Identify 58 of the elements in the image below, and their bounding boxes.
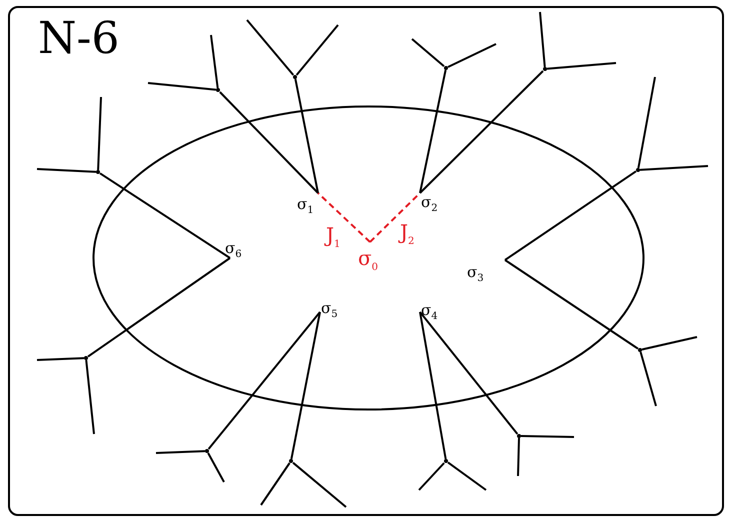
sigma-label: σ$_{2}$ [420,190,454,212]
sigma-label: σ$_{3}$ [466,260,505,282]
branch-line [411,38,445,68]
branch-point [638,348,642,352]
branch-point [517,434,521,438]
branch-line [520,435,574,438]
branch-line [504,259,639,350]
branch-point [636,168,640,172]
sigma-label: σ$_{0}$ [356,242,386,274]
branch-line [539,12,546,68]
branch-line [36,168,96,173]
branch-line [640,352,657,406]
branch-line [156,450,206,454]
branch-line [207,452,225,482]
branch-line [447,462,487,491]
branch-line [546,62,616,70]
branch-line [448,43,496,68]
branch-line [36,357,84,361]
branch-line [246,19,294,76]
branch-line [642,336,698,350]
branch-line [419,70,544,194]
ellipse-outline [92,105,645,411]
dashed-coupling-line [317,192,371,243]
sigma-label: σ$_{6}$ [224,230,250,258]
branch-line [97,96,102,170]
branch-line [219,91,319,194]
branch-point [205,449,209,453]
branch-line [292,462,347,508]
title: N-6 [38,14,120,64]
branch-line [517,438,520,476]
branch-line [418,462,445,491]
branch-point [444,66,448,70]
branch-point [543,67,547,71]
branch-line [296,24,339,76]
branch-point [444,459,448,463]
branch-line [99,172,231,259]
branch-point [96,170,100,174]
branch-line [148,82,216,91]
sigma-label: σ$_{1}$ [296,193,318,214]
branch-line [419,70,447,194]
sigma-label: σ$_{4}$ [420,296,456,320]
branch-line [294,78,319,194]
branch-line [210,34,219,88]
sigma-label: σ$_{5}$ [320,294,354,318]
branch-point [84,356,88,360]
branch-line [290,312,321,460]
branch-point [293,75,297,79]
branch-line [504,170,637,261]
branch-point [289,459,293,463]
branch-line [85,360,95,434]
branch-line [87,257,231,358]
branch-line [419,312,447,460]
branch-line [637,76,656,168]
branch-line [260,462,290,506]
branch-line [419,311,518,435]
branch-line [640,165,708,171]
branch-line [208,311,321,450]
branch-point [216,88,220,92]
